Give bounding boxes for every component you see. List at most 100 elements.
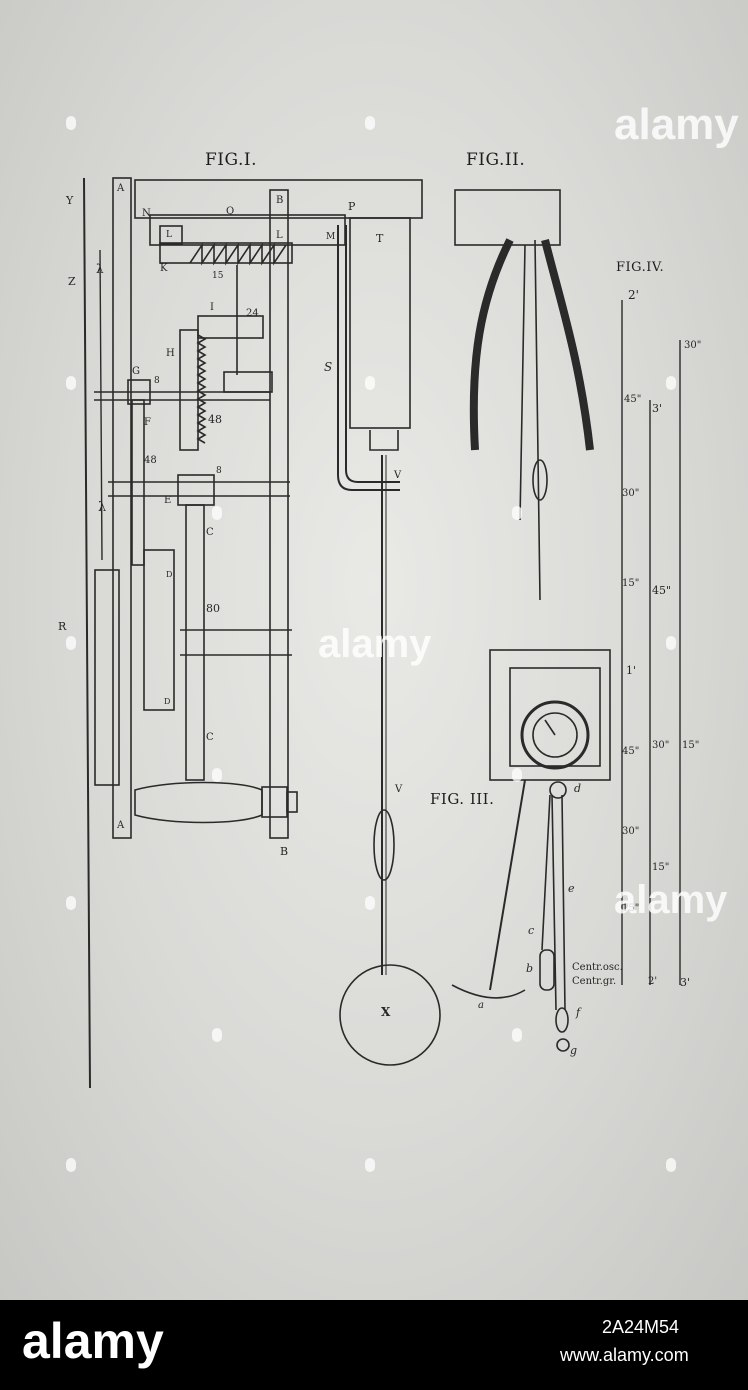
rack-teeth — [196, 334, 207, 444]
frame-n-box — [149, 214, 346, 246]
label-c2: C — [206, 732, 214, 743]
pinion-e — [177, 474, 215, 506]
watermark-dot — [66, 116, 76, 130]
label-d1: D — [166, 570, 173, 579]
label-s: S — [324, 360, 333, 374]
label-x: X — [381, 1005, 391, 1019]
scale-col1-6: 30" — [622, 826, 640, 837]
scale-col2-0: 3' — [652, 402, 663, 415]
label-fig3-b: b — [526, 962, 534, 975]
label-fig3-d: d — [574, 782, 582, 795]
clock-dial — [520, 700, 590, 770]
label-c1: C — [206, 527, 214, 538]
label-d2: D — [164, 697, 171, 706]
weight-t — [349, 217, 411, 429]
scale-centr-gr: Centr.gr. — [572, 976, 617, 987]
clock-case — [489, 649, 611, 781]
scale-col3-1: 15" — [682, 740, 700, 751]
watermark-dot — [365, 1158, 375, 1172]
watermark-dot — [365, 896, 375, 910]
image-code: 2A24M54 — [602, 1317, 680, 1337]
watermark-dot — [66, 376, 76, 390]
watermark-dot — [365, 376, 375, 390]
pendulum-adjuster — [373, 809, 395, 881]
pinion-i — [197, 315, 264, 339]
scale-bottom-2: 3' — [680, 976, 691, 989]
label-l2: L — [276, 230, 283, 241]
label-80: 80 — [206, 602, 220, 615]
label-h: H — [166, 348, 175, 359]
label-48a: 48 — [208, 413, 222, 426]
scale-col2-3: 15" — [652, 862, 670, 873]
engraving-plate: FIG.I. FIG.II. FIG. III. FIG.IV. A A B B… — [0, 0, 748, 1300]
label-b-top: B — [276, 195, 284, 206]
label-fig3-c: c — [528, 924, 535, 937]
label-m: M — [326, 232, 336, 242]
stock-footer-bar — [0, 1300, 748, 1390]
watermark-dot — [212, 506, 222, 520]
suspension-thread — [534, 239, 541, 601]
scale-col1-0: 2' — [628, 288, 639, 302]
crutch-s — [337, 225, 400, 491]
suspension-block — [454, 189, 561, 246]
watermark-dot — [512, 506, 522, 520]
label-fig3-f: f — [576, 1006, 581, 1019]
watermark-dot — [365, 116, 375, 130]
watermark-dot — [666, 376, 676, 390]
label-r: R — [58, 620, 67, 633]
watermark-right: alamy — [614, 878, 728, 922]
figure-4-title: FIG.IV. — [616, 260, 665, 275]
label-z: Z — [68, 275, 76, 288]
cam-d — [143, 549, 175, 711]
label-24: 24 — [246, 308, 259, 319]
label-48b: 48 — [144, 455, 157, 466]
lever-l — [159, 225, 183, 245]
label-q: Q — [226, 206, 235, 217]
label-t: T — [376, 232, 384, 245]
winding-barrel — [134, 781, 263, 824]
rod-lambda — [99, 249, 103, 561]
footer-url: www.alamy.com — [560, 1345, 689, 1365]
watermark-center: alamy — [318, 622, 432, 666]
suspension-cheek-left — [469, 238, 514, 451]
footer-logo: alamy — [22, 1313, 164, 1369]
watermark-dot — [212, 768, 222, 782]
top-frame — [134, 179, 423, 219]
label-l1: L — [166, 230, 172, 240]
rod-y — [83, 177, 91, 1089]
label-v1: V — [394, 470, 402, 481]
label-15: 15 — [212, 271, 224, 281]
label-b-bottom: B — [280, 845, 289, 858]
watermark-dot — [66, 1158, 76, 1172]
label-i: I — [210, 302, 214, 313]
plate-a — [112, 177, 132, 839]
watermark-dot — [512, 768, 522, 782]
watermark-dot — [66, 896, 76, 910]
scale-col1-3: 15" — [622, 578, 640, 589]
plate-b — [269, 189, 289, 839]
watermark-dot — [666, 636, 676, 650]
ratchet-teeth — [189, 242, 287, 266]
scale-col1-7: 15" — [622, 903, 640, 914]
label-k: K — [160, 263, 168, 274]
scale-centr-osc: Centr.osc. — [572, 962, 623, 973]
label-g: G — [132, 366, 140, 377]
watermark-dot — [212, 1028, 222, 1042]
weight-b — [539, 949, 555, 991]
scale-col1-5: 45" — [622, 746, 640, 757]
figure-2-title: FIG.II. — [466, 150, 526, 170]
label-f: F — [144, 417, 151, 428]
watermark-dot — [512, 1028, 522, 1042]
rack-h — [179, 329, 199, 451]
label-8a: 8 — [154, 376, 160, 386]
label-p: P — [348, 200, 356, 213]
label-fig3-a: a — [478, 1000, 484, 1011]
scale-bottom-1: 2' — [648, 976, 658, 987]
label-n: N — [142, 208, 151, 219]
dial-gear — [94, 569, 120, 786]
watermark-dot — [66, 636, 76, 650]
suspension-cheek-right — [541, 239, 594, 451]
label-a-bottom: A — [117, 820, 125, 831]
figure-1-title: FIG.I. — [205, 150, 258, 170]
